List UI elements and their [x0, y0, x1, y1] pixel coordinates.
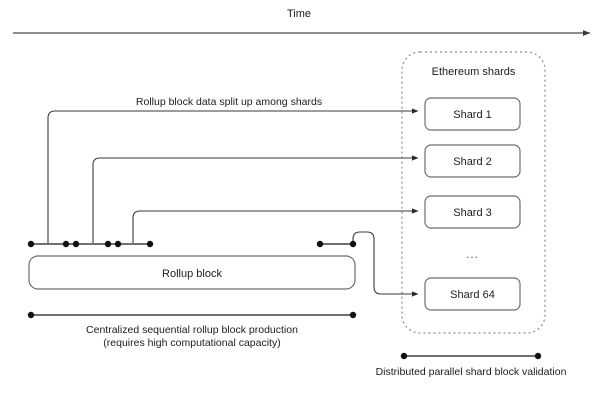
shard-flow-connectors: [47, 108, 419, 297]
rollup-block-label: Rollup block: [162, 268, 222, 280]
rollup-boundary-dot-2: [62, 240, 70, 248]
shards-group-title: Ethereum shards: [432, 66, 516, 78]
distributed-span-dot-right: [534, 352, 542, 360]
shard-box-2-rect[interactable]: [424, 144, 521, 178]
time-axis: Time: [13, 8, 591, 36]
connector-to-shard-1: [47, 108, 419, 243]
shard-box-3[interactable]: Shard 3: [424, 195, 521, 229]
centralized-span-dot-right: [349, 311, 357, 319]
centralized-caption-line-2: (requires high computational capacity): [103, 337, 280, 349]
rollup-boundary-dot-4: [104, 240, 112, 248]
rollup-boundary-dot-1: [27, 240, 35, 248]
shard-box-64-rect[interactable]: [424, 277, 521, 311]
centralized-production-caption-group: Centralized sequential rollup block prod…: [27, 311, 357, 349]
shard-box-64[interactable]: Shard 64: [424, 277, 521, 311]
split-data-label: Rollup block data split up among shards: [136, 96, 322, 108]
shard-box-1[interactable]: Shard 1: [424, 97, 521, 131]
rollup-boundary-dot-5: [114, 240, 122, 248]
connector-to-shard-3: [132, 208, 419, 243]
distributed-span-dot-left: [400, 352, 408, 360]
rollup-boundary-dot-8: [349, 240, 357, 248]
shard-box-3-rect[interactable]: [424, 195, 521, 229]
rollup-block-section: Rollup block: [27, 240, 357, 290]
rollup-block-rect[interactable]: [28, 255, 356, 290]
distributed-validation-caption-group: Distributed parallel shard block validat…: [376, 352, 567, 378]
ethereum-shards-group: Ethereum shards Shard 1 Shard 2 Shard 3 …: [401, 51, 546, 334]
shard-box-3-label: Shard 3: [453, 207, 492, 219]
distributed-caption-label: Distributed parallel shard block validat…: [376, 366, 567, 378]
centralized-caption-line-1: Centralized sequential rollup block prod…: [86, 324, 298, 336]
shard-box-64-label: Shard 64: [450, 289, 495, 301]
shards-ellipsis: ...: [466, 247, 479, 261]
rollup-boundary-dot-7: [316, 240, 324, 248]
shard-box-1-rect[interactable]: [424, 97, 521, 131]
time-axis-label: Time: [287, 8, 311, 20]
shard-box-2-label: Shard 2: [453, 156, 492, 168]
rollup-boundary-dot-6: [146, 240, 154, 248]
shard-box-1-label: Shard 1: [453, 109, 492, 121]
rollup-boundary-dot-3: [72, 240, 80, 248]
connector-to-shard-64: [352, 231, 419, 297]
connector-to-shard-2: [92, 155, 419, 243]
shard-box-2[interactable]: Shard 2: [424, 144, 521, 178]
centralized-span-dot-left: [27, 311, 35, 319]
